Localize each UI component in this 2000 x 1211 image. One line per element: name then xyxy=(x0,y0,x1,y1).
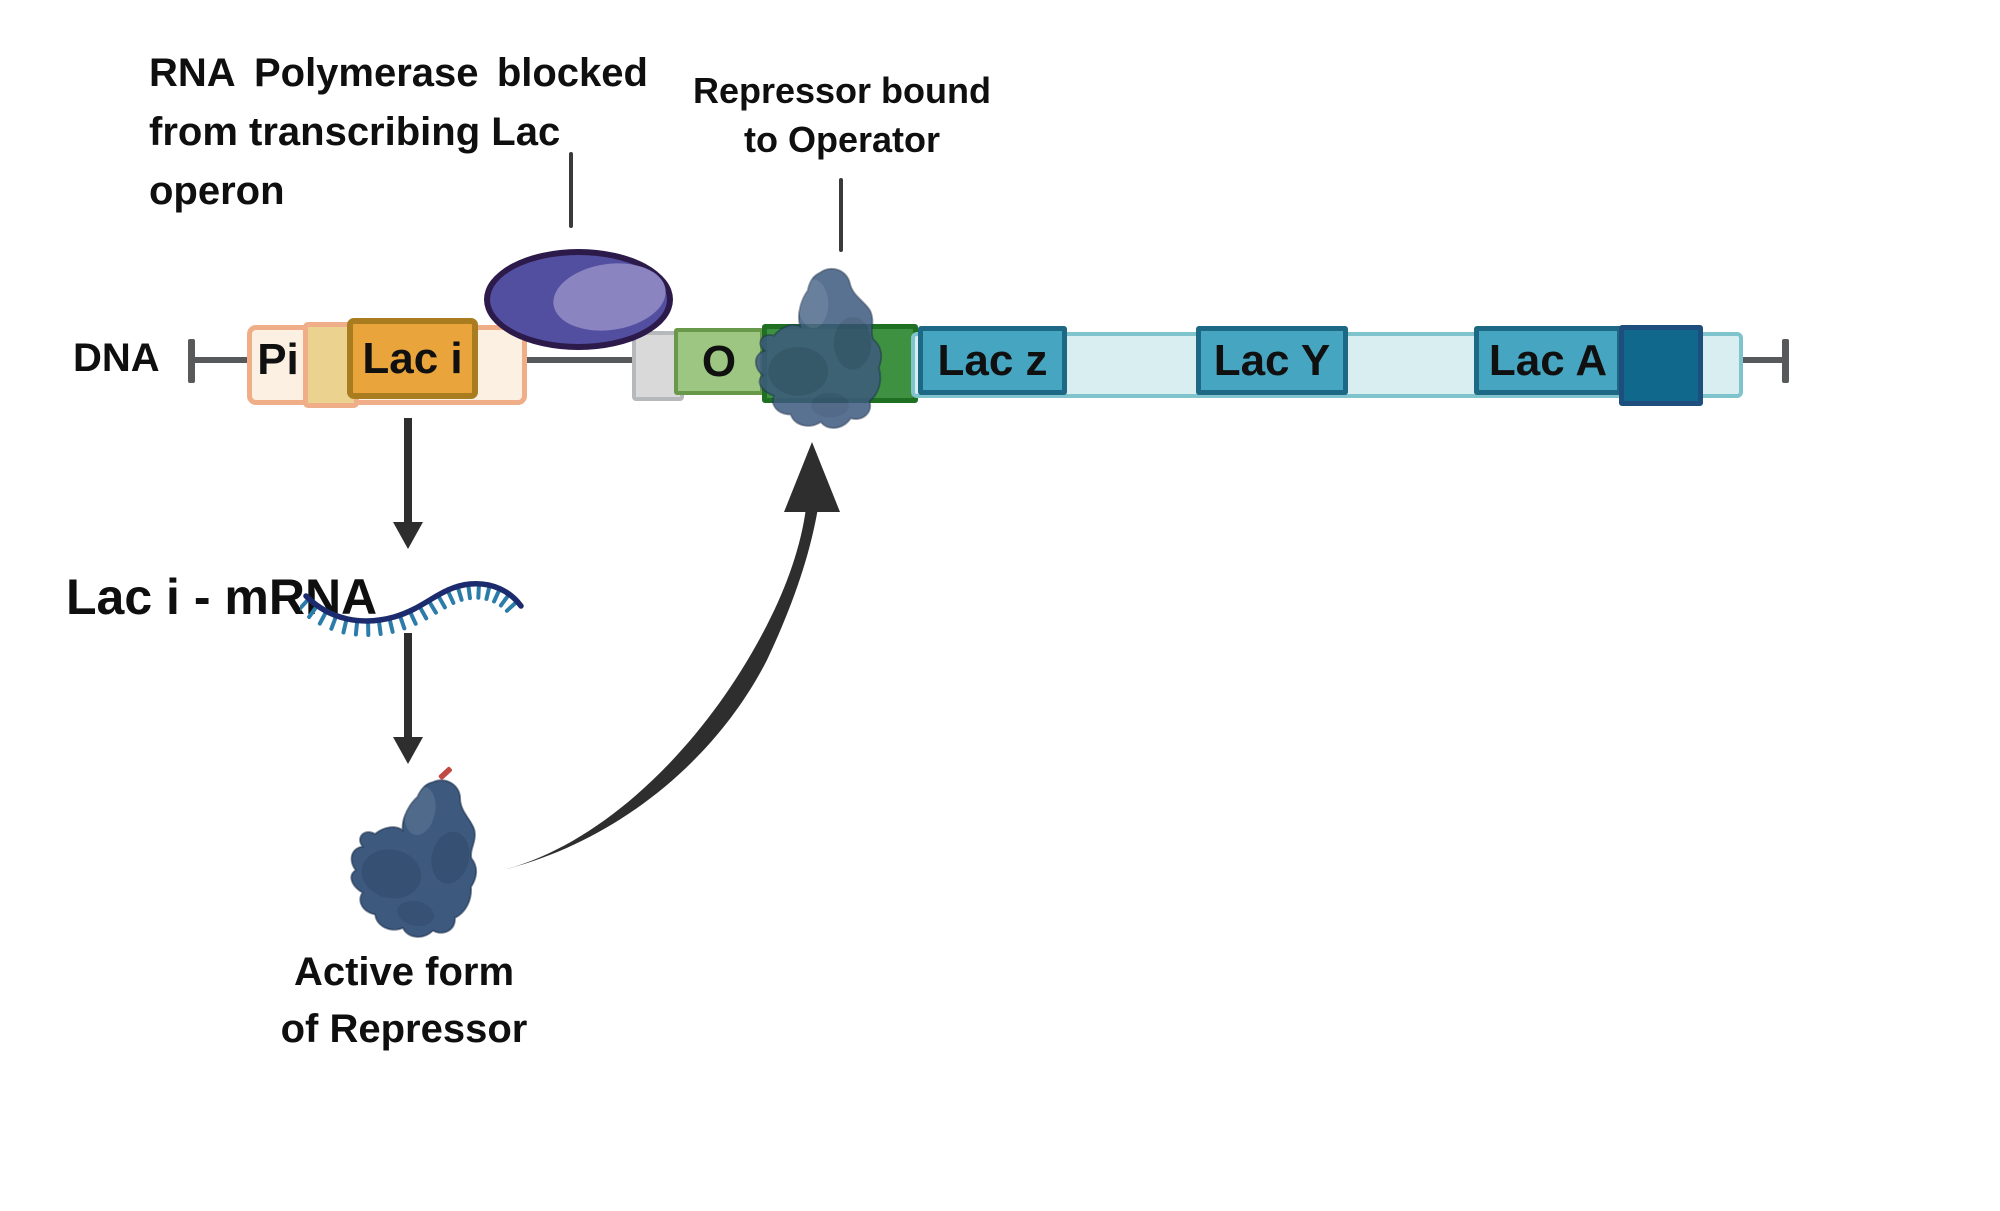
operator-box: O xyxy=(674,328,764,395)
lac-i-gene-box: Lac i xyxy=(347,318,478,399)
title-word-polymerase: Polymerase xyxy=(253,51,479,95)
diagram-title: RNA Polymerase blocked from transcribing… xyxy=(149,44,648,221)
title-pointer-line xyxy=(569,152,573,228)
repressor-red-tip xyxy=(438,766,452,780)
dna-right-end-tick xyxy=(1782,339,1789,383)
active-repressor-icon xyxy=(350,766,478,938)
lac-y-gene-box: Lac Y xyxy=(1196,326,1348,395)
title-word-rna: RNA xyxy=(149,51,236,95)
translation-arrow-head xyxy=(393,737,423,764)
lac-a-gene-box: Lac A xyxy=(1474,326,1622,395)
title-line-2: from transcribing Lac operon xyxy=(149,110,561,213)
repressor-bound-pointer-line xyxy=(839,178,843,252)
dna-left-end-tick xyxy=(188,339,195,383)
promoter-pi-segment: Pi xyxy=(257,335,299,384)
repressor-bound-icon xyxy=(754,268,883,429)
transcription-arrow-stem xyxy=(404,418,412,523)
mrna-icon xyxy=(300,581,524,637)
rna-polymerase-icon xyxy=(484,249,673,350)
dna-label: DNA xyxy=(73,336,160,380)
repressor-bound-annotation: Repressor bound to Operator xyxy=(692,66,992,164)
repressor-bound-line-2: to Operator xyxy=(743,119,940,160)
title-word-blocked: blocked xyxy=(496,51,648,95)
repressor-bound-line-1: Repressor bound xyxy=(692,70,992,111)
active-repressor-annotation: Active form of Repressor xyxy=(244,944,564,1058)
title-line-1: RNA Polymerase blocked xyxy=(149,44,648,103)
active-repressor-line-1: Active form xyxy=(293,950,515,994)
terminator-segment-box xyxy=(1619,325,1703,406)
transcription-arrow-head xyxy=(393,522,423,549)
translation-arrow-stem xyxy=(404,633,412,738)
rna-polymerase-highlight xyxy=(548,256,671,338)
lac-z-gene-box: Lac z xyxy=(918,326,1067,395)
repressor-binding-arrow xyxy=(503,442,840,870)
active-repressor-line-2: of Repressor xyxy=(280,1007,528,1051)
